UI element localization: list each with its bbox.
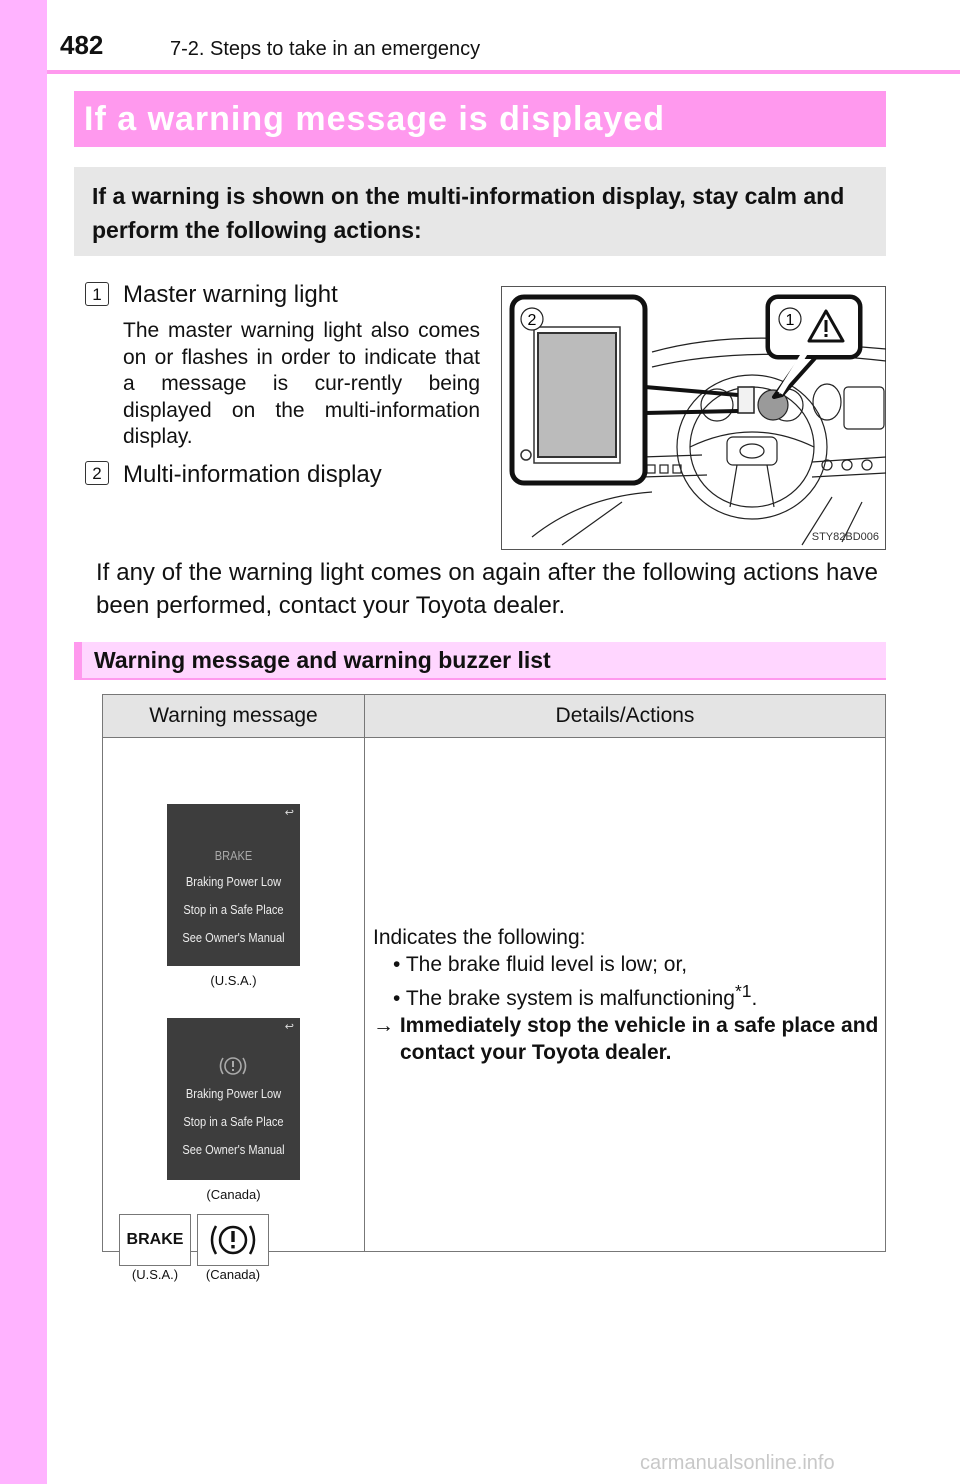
- screen-line: Braking Power Low: [185, 1086, 282, 1101]
- figure-code: STY82BD006: [811, 531, 879, 543]
- intro-text: If a warning is shown on the multi-infor…: [92, 183, 845, 243]
- detail-bullet: • The brake system is malfunctioning*1.: [393, 981, 758, 1010]
- screen-line: See Owner's Manual: [182, 930, 285, 945]
- table-header-row: Warning message Details/Actions: [102, 694, 886, 738]
- screen-line: Stop in a Safe Place: [183, 902, 284, 917]
- item-number-1: 1: [85, 282, 109, 306]
- display-screen-usa: ↩ BRAKE Braking Power Low Stop in a Safe…: [167, 804, 300, 966]
- screen-line: Stop in a Safe Place: [183, 1114, 284, 1129]
- watermark: carmanualsonline.info: [640, 1452, 835, 1474]
- after-action-text: If any of the warning light comes on aga…: [96, 559, 878, 619]
- side-color-strip: [0, 0, 47, 1484]
- display-screen-canada: ↩ Braking Power Low Stop in a Safe Place…: [167, 1018, 300, 1180]
- intro-box: If a warning is shown on the multi-infor…: [74, 167, 886, 256]
- screen-line: Braking Power Low: [185, 874, 282, 889]
- warning-table: Warning message Details/Actions ↩ BRAKE …: [102, 694, 886, 1282]
- brake-warning-icon: [219, 1057, 247, 1075]
- section-breadcrumb: 7-2. Steps to take in an emergency: [170, 38, 481, 60]
- indicator-brake-canada: [197, 1214, 269, 1266]
- page-number: 482: [60, 30, 104, 60]
- callout-number-2: 2: [528, 312, 537, 329]
- caption-usa: (U.S.A.): [210, 973, 257, 988]
- indicator-caption-usa: (U.S.A.): [131, 1267, 179, 1282]
- details-text: Indicates the following: • The brake flu…: [373, 924, 885, 1066]
- indicator-brake-usa: BRAKE: [119, 1214, 191, 1266]
- detail-bullet: • The brake fluid level is low; or,: [393, 953, 688, 976]
- header-rule: [47, 70, 960, 74]
- subsection-title-text: Warning message and warning buzzer list: [94, 647, 551, 673]
- item-desc-master-warning: The master warning light also comes on o…: [123, 319, 480, 448]
- warning-triangle-icon: [807, 309, 845, 343]
- callout-number-1: 1: [786, 312, 795, 329]
- back-arrow-icon: ↩: [284, 807, 294, 819]
- subsection-title: Warning message and warning buzzer list: [74, 642, 886, 680]
- item-label-multi-info-display: Multi-information display: [123, 461, 382, 488]
- caption-canada: (Canada): [206, 1187, 261, 1202]
- indicator-caption-canada: (Canada): [205, 1267, 261, 1282]
- page-title: If a warning message is displayed: [74, 91, 886, 147]
- back-arrow-icon: ↩: [284, 1021, 294, 1033]
- header-warning-message: Warning message: [102, 694, 365, 738]
- screen-line: See Owner's Manual: [182, 1142, 285, 1157]
- item-number-2: 2: [85, 461, 109, 485]
- brake-text-indicator: BRAKE: [126, 1231, 184, 1248]
- details-lead: Indicates the following:: [373, 926, 586, 949]
- footnote-mark: *1: [734, 981, 752, 1001]
- warning-message-cell: ↩ BRAKE Braking Power Low Stop in a Safe…: [102, 737, 365, 1282]
- dashboard-figure: 2 1 STY82BD006: [501, 286, 887, 550]
- details-actions-cell: Indicates the following: • The brake flu…: [364, 737, 886, 1252]
- brake-circle-icon: [210, 1225, 256, 1255]
- header-details-actions: Details/Actions: [364, 694, 886, 738]
- dashboard-illustration: 2 1: [509, 294, 887, 546]
- table-row: ↩ BRAKE Braking Power Low Stop in a Safe…: [102, 737, 886, 1282]
- detail-action: → Immediately stop the vehicle in a safe…: [373, 1014, 879, 1064]
- item-label-master-warning: Master warning light: [123, 281, 338, 308]
- screen-heading: BRAKE: [214, 848, 253, 863]
